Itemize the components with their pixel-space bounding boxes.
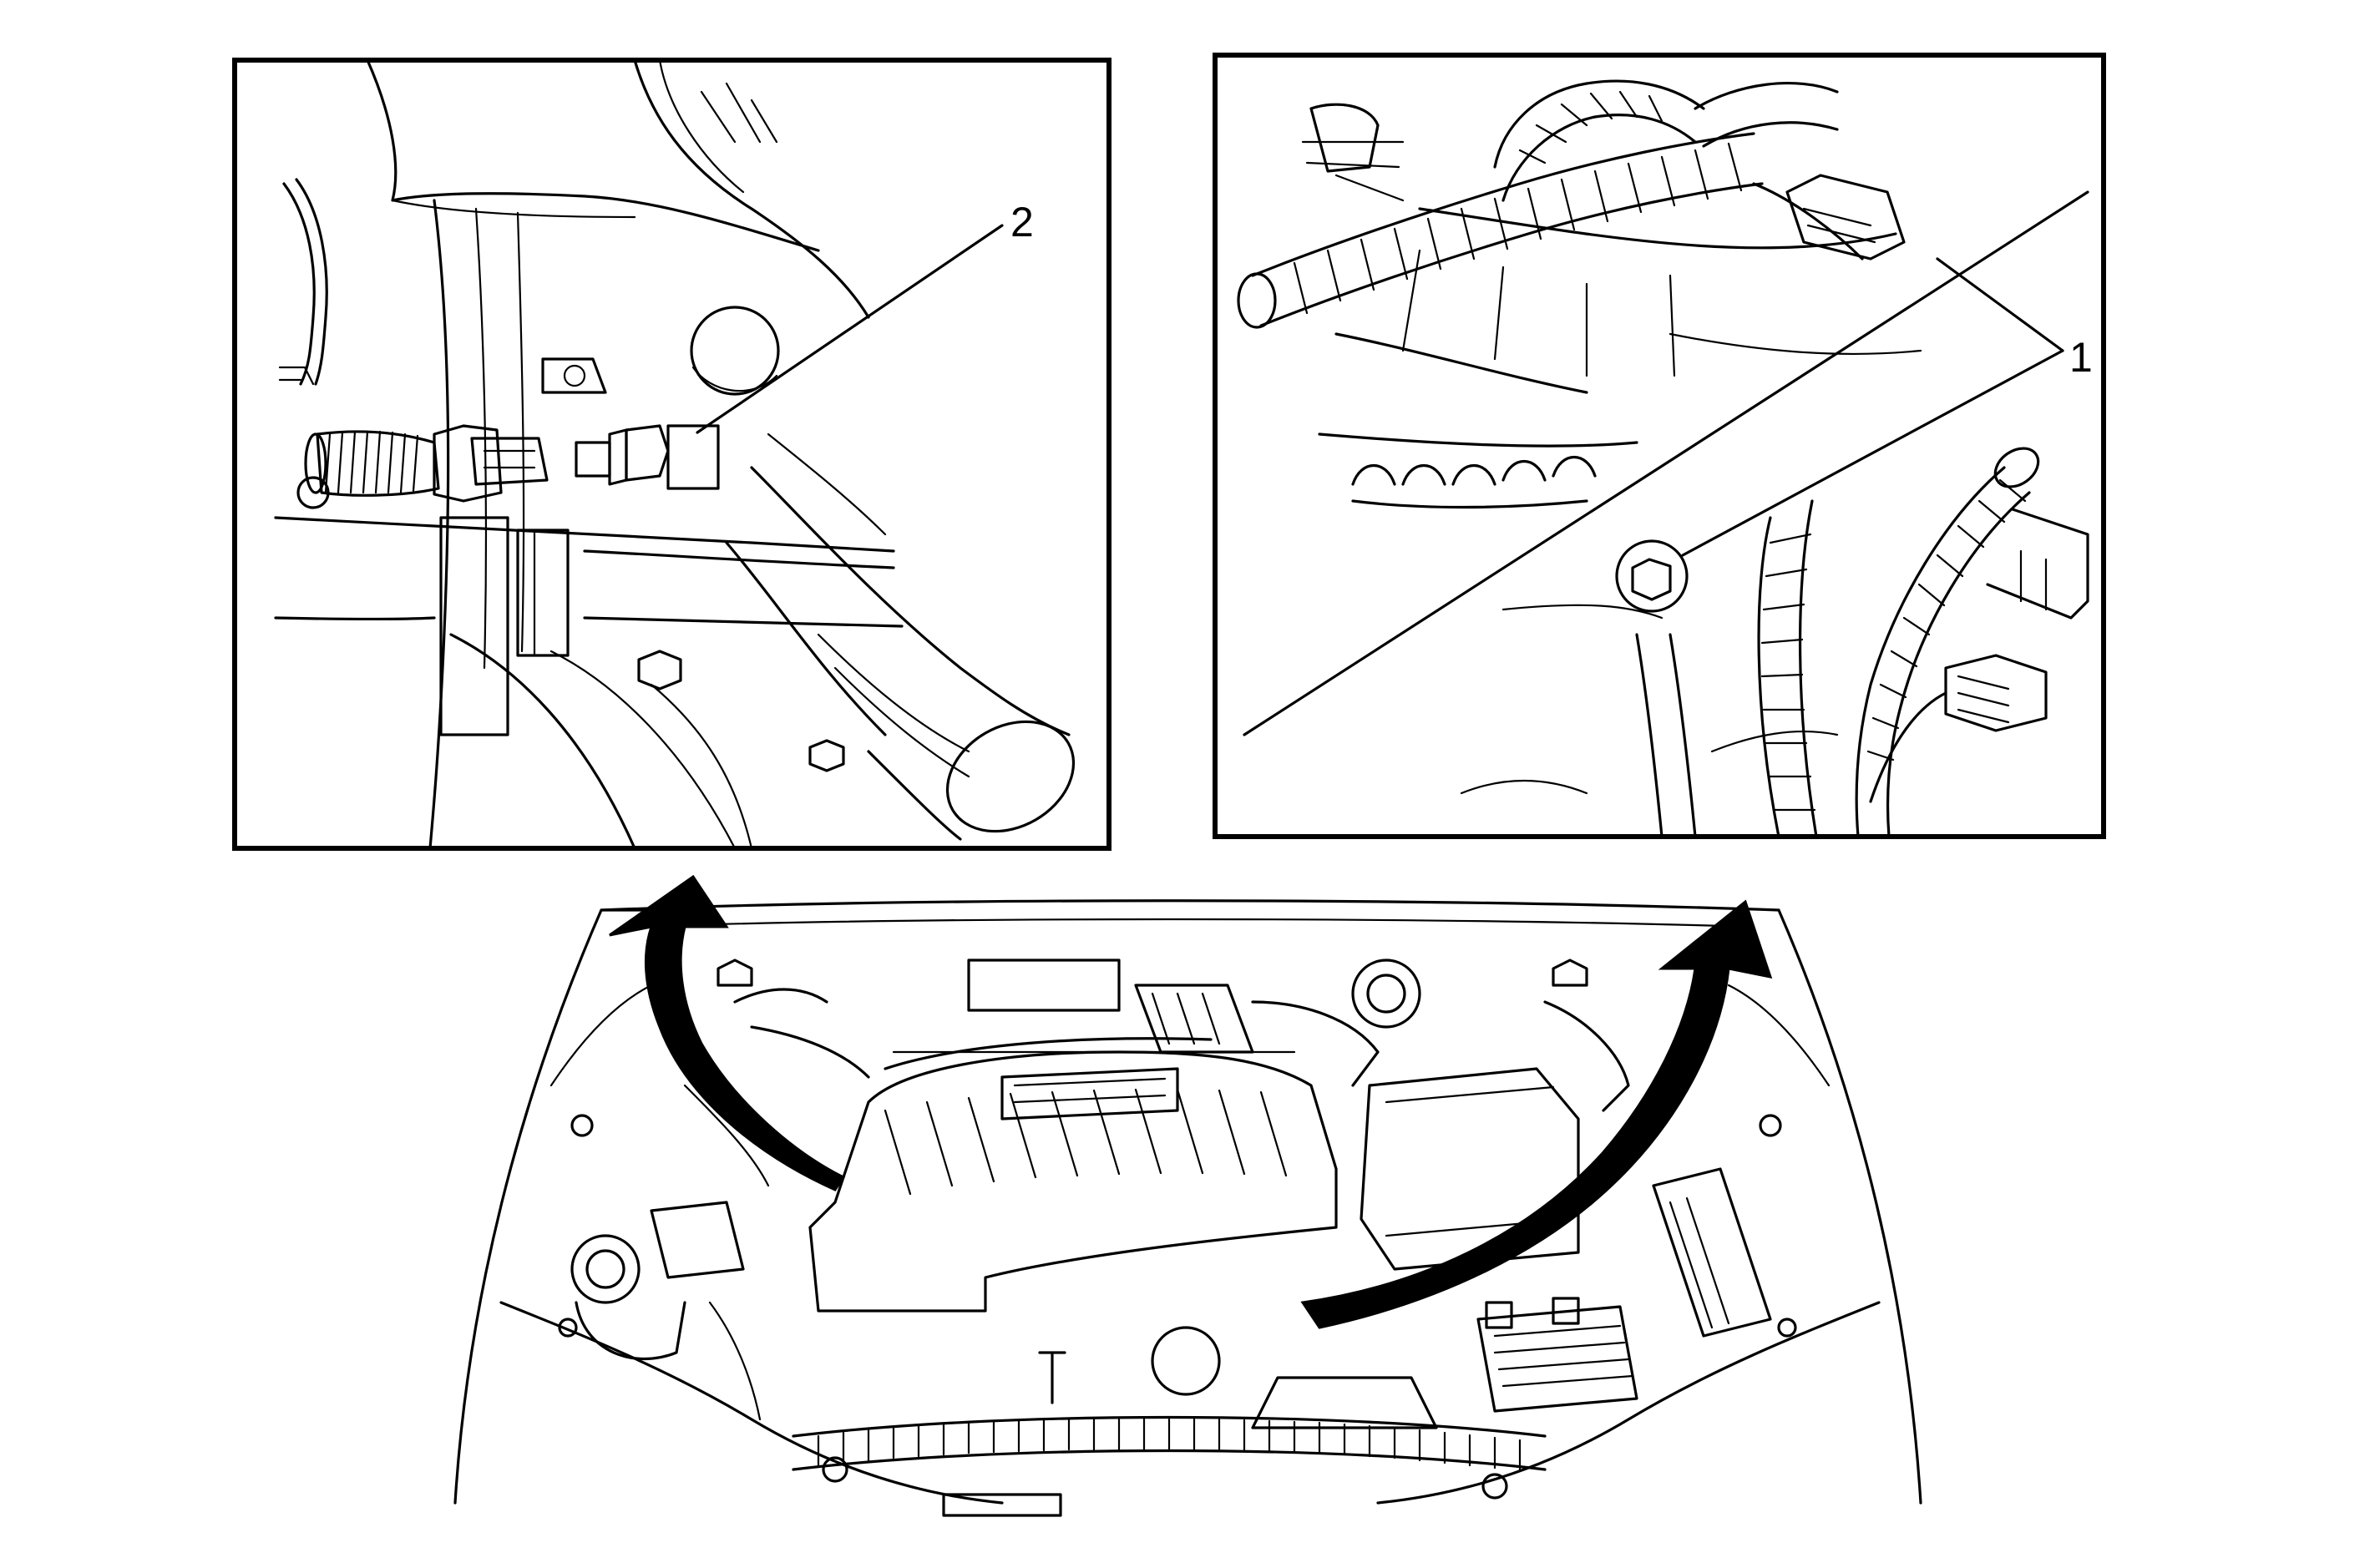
engine-bay-overview: [453, 899, 1922, 1517]
callout-1-label: 1: [2069, 334, 2093, 381]
reservoir-cap-right: [1351, 959, 1421, 1029]
intake-duct: [1134, 984, 1254, 1054]
oil-pressure-sensor: [304, 424, 720, 503]
reservoir-cap-left: [570, 1234, 641, 1304]
callout-1-leader-a: [1936, 257, 2064, 352]
ground-bolt: [1615, 539, 1697, 837]
right-panel-linework: [1237, 79, 2089, 837]
arrow-to-left-panel: [609, 874, 846, 1191]
left-panel-linework: [274, 60, 1076, 848]
air-filter-box: [1360, 1067, 1580, 1271]
connector-lower: [1944, 654, 2048, 732]
arrow-to-right-panel: [1300, 899, 1773, 1329]
left-detail-panel: 2: [232, 58, 1112, 851]
panel-divider-line: [1243, 190, 2089, 736]
wiring-harness-lower: [1757, 447, 2040, 837]
callout-2-leader: [696, 224, 1004, 434]
wiring-harness-upper: [1237, 79, 1864, 329]
right-detail-panel: 1: [1213, 53, 2106, 839]
connector-upper: [1785, 174, 1906, 261]
battery: [1476, 1297, 1638, 1413]
callout-1-leader-b: [1681, 349, 2064, 557]
engine-cover: [808, 1037, 1338, 1313]
fuse-box: [1652, 1167, 1772, 1338]
left-panel-frame: [232, 58, 1112, 851]
right-panel-frame: [1213, 53, 2106, 839]
callout-2-label: 2: [1010, 199, 1034, 245]
